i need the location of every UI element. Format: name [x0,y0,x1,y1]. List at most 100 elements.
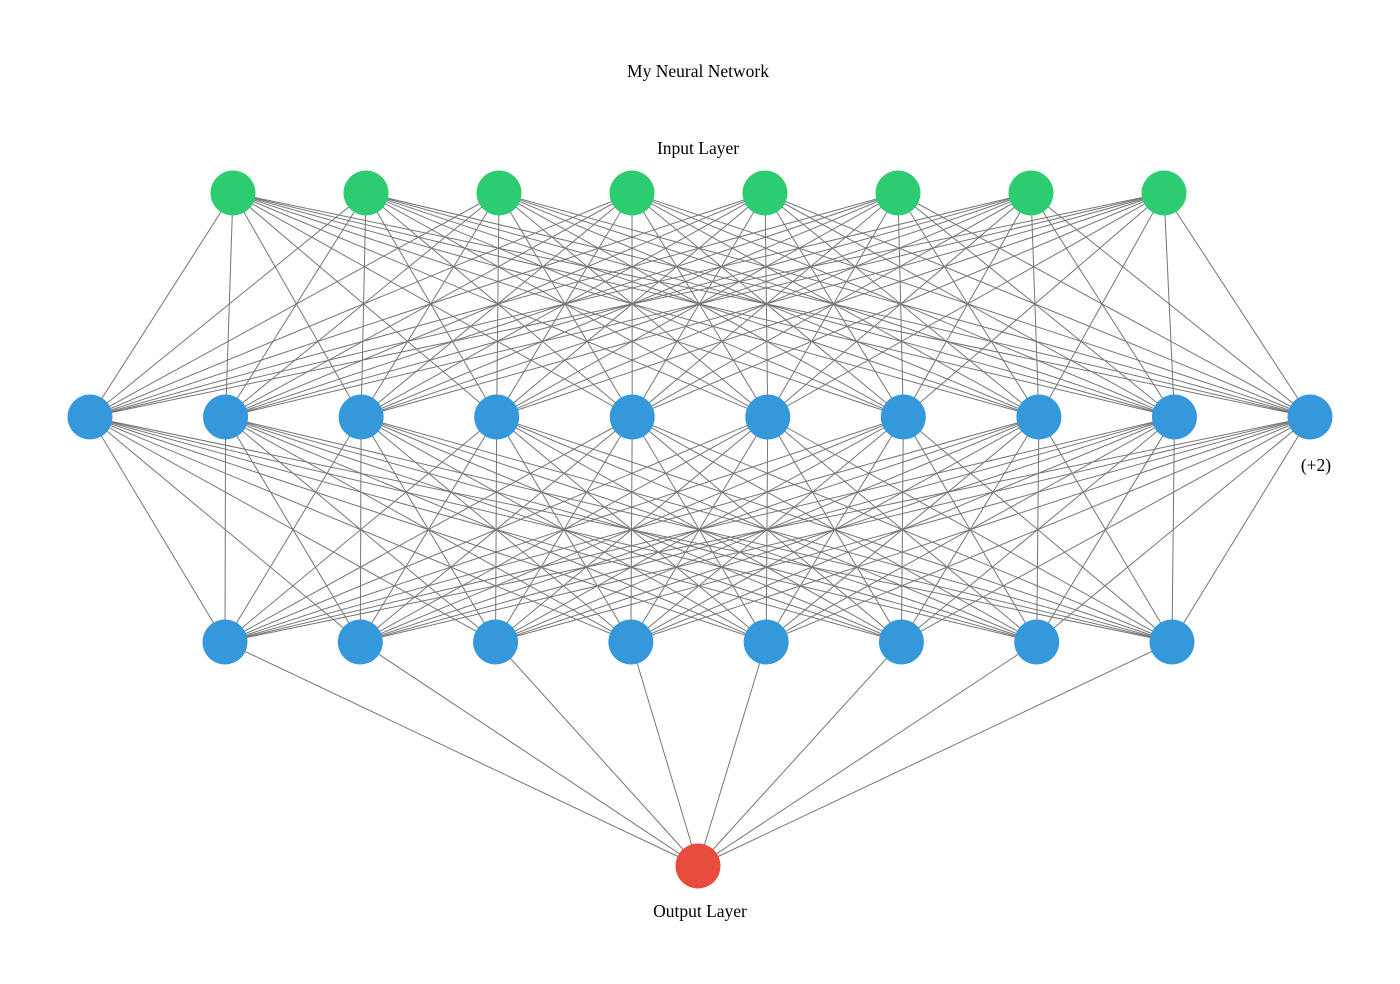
hidden-node [338,394,384,440]
hidden-node [474,394,520,440]
edge-line [498,192,1040,418]
edge-line [498,192,904,418]
edge-line [897,192,1040,418]
hidden-node [609,394,655,440]
edge-line [767,192,1165,418]
edge-line [897,192,1175,418]
edge-line [360,416,1311,643]
output-node [675,843,721,889]
edge-line [232,192,497,418]
edge-line [764,192,769,418]
input-node [742,170,788,216]
hidden-node [1287,394,1333,440]
hidden-node [337,619,383,665]
edge-line [224,416,362,643]
hidden-node [202,619,248,665]
hidden-node [203,394,249,440]
edge-line [1038,192,1165,418]
edge-line [225,192,1165,418]
edge-line [89,192,899,418]
edge-line [897,192,1311,418]
edge-line [1030,192,1311,418]
hidden-node [67,394,113,440]
edge-line [631,192,1175,418]
input-node [1008,170,1054,216]
edge-line [89,192,367,418]
edge-line [365,192,904,418]
hidden-node [1151,394,1197,440]
edge-line [630,416,1311,643]
edge-line [1163,192,1311,418]
edge-line [496,192,1165,418]
edge-line [1030,192,1040,418]
edge-line [697,641,902,867]
edge-line [224,416,768,643]
edge-line [232,192,362,418]
edge-line [631,192,1311,418]
edge-line [1171,416,1311,643]
hidden-node [1149,619,1195,665]
input-node [1141,170,1187,216]
edge-line [360,192,367,418]
edge-line [365,192,633,418]
edge-line [496,192,633,418]
hidden-node [743,619,789,665]
edge-line [764,192,1040,418]
edge-line [632,192,1165,418]
edge-line [697,641,1173,867]
edge-line [224,416,497,643]
hidden-overflow-label: (+2) [1301,455,1331,475]
edge-line [764,192,904,418]
edge-line [767,192,899,418]
edge-line [365,192,498,418]
hidden-node [473,619,519,665]
edge-line [765,416,1311,643]
hidden-node [878,619,924,665]
edge-line [224,416,227,643]
diagram-title: My Neural Network [627,61,769,81]
hidden-node [880,394,926,440]
edge-line [631,192,769,418]
hidden-node [1014,619,1060,665]
edge-line [224,416,1311,643]
edge-line [498,192,633,418]
edge-line [89,192,633,418]
edge-line [631,192,904,418]
edge-line [360,641,699,867]
edge-line [631,192,1040,418]
edge-line [764,192,1311,418]
edge-line [365,192,1040,418]
edge-line [365,192,769,418]
edge-line [1036,416,1311,643]
output-layer-label: Output Layer [653,901,747,921]
edge-line [903,192,1165,418]
edge-line [897,192,904,418]
input-node [343,170,389,216]
edge-line [232,192,904,418]
edge-line [631,192,766,418]
edge-line [224,416,1175,643]
input-node [210,170,256,216]
hidden-node [608,619,654,665]
edge-line [1030,192,1175,418]
edge-line [498,192,1175,418]
input-node [875,170,921,216]
edge-line [224,416,1040,643]
edge-line [697,641,767,867]
edge-line [360,192,500,418]
edge-line [496,192,500,418]
edges-layer [89,192,1311,867]
edge-line [89,192,234,418]
edge-line [224,416,904,643]
edge-line [89,192,766,418]
edge-line [764,192,1175,418]
edge-line [495,416,1311,643]
edge-line [901,416,1311,643]
edge-line [89,192,500,418]
edge-line [89,192,1165,418]
edge-line [89,416,226,643]
edge-line [224,641,699,867]
input-layer-label: Input Layer [657,138,739,158]
